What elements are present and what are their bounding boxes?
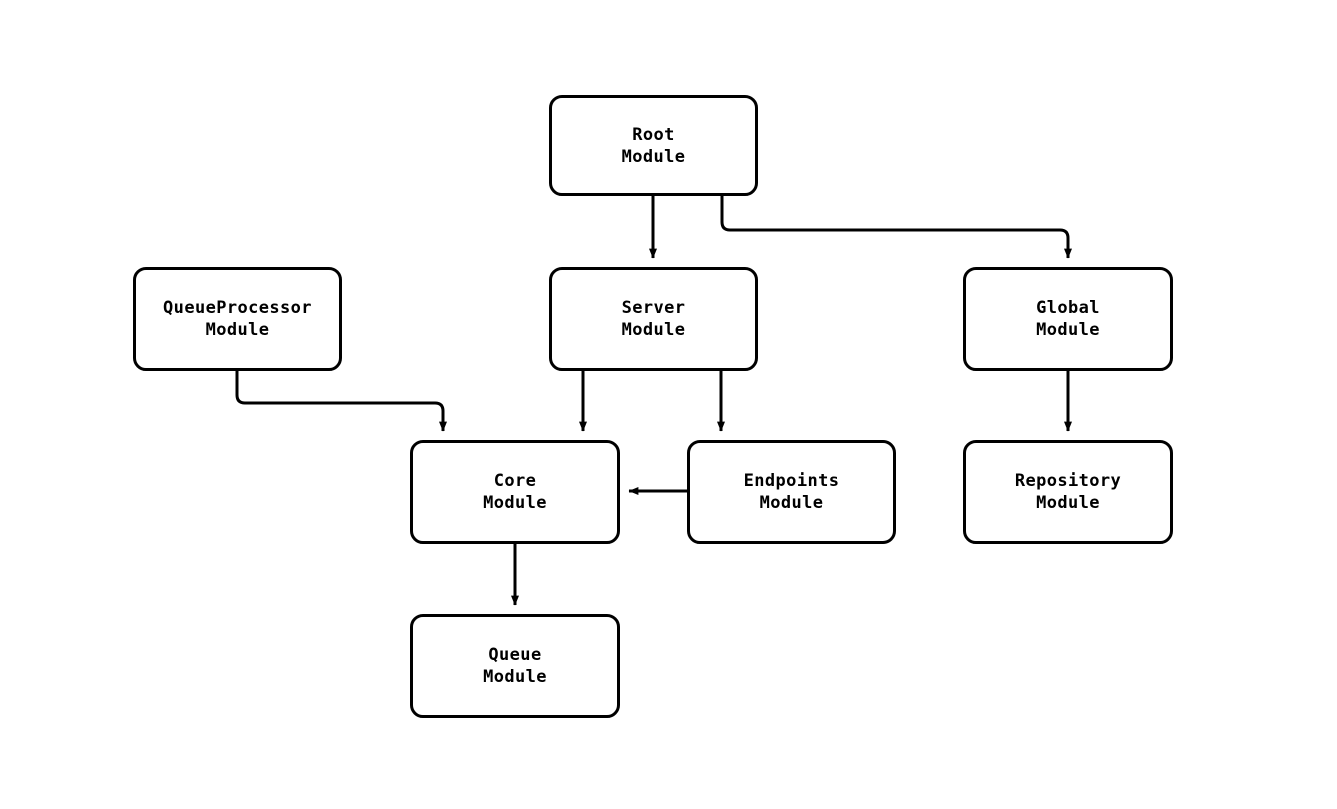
node-queueprocessor-module-name: QueueProcessor [163, 298, 312, 318]
node-server-module[interactable]: Server Module [549, 267, 758, 371]
node-server-module-name: Server [621, 298, 686, 318]
node-endpoints-module[interactable]: Endpoints Module [687, 440, 896, 544]
node-core-module-suffix: Module [483, 493, 547, 513]
node-queueprocessor-module-suffix: Module [205, 320, 270, 340]
node-repository-module-suffix: Module [1036, 493, 1100, 513]
node-queue-module[interactable]: Queue Module [410, 614, 620, 718]
node-core-module[interactable]: Core Module [410, 440, 620, 544]
node-core-module-name: Core [493, 471, 537, 491]
node-root-module-name: Root [632, 124, 675, 145]
node-endpoints-module-suffix: Module [759, 493, 824, 513]
node-root-module-suffix: Module [621, 146, 686, 167]
node-root-module[interactable]: Root Module [549, 95, 758, 196]
node-endpoints-module-name: Endpoints [743, 471, 840, 491]
node-queue-module-suffix: Module [483, 667, 547, 687]
edge-queueprocessor-to-core [235, 371, 447, 432]
node-repository-module-name: Repository [1014, 471, 1122, 491]
node-queue-module-name: Queue [488, 645, 542, 665]
node-global-module-name: Global [1036, 298, 1100, 318]
node-global-module-suffix: Module [1036, 320, 1100, 340]
node-server-module-suffix: Module [621, 320, 686, 340]
node-repository-module[interactable]: Repository Module [963, 440, 1173, 544]
edge-root-to-global [720, 196, 1072, 259]
node-queueprocessor-module[interactable]: QueueProcessor Module [133, 267, 342, 371]
node-global-module[interactable]: Global Module [963, 267, 1173, 371]
